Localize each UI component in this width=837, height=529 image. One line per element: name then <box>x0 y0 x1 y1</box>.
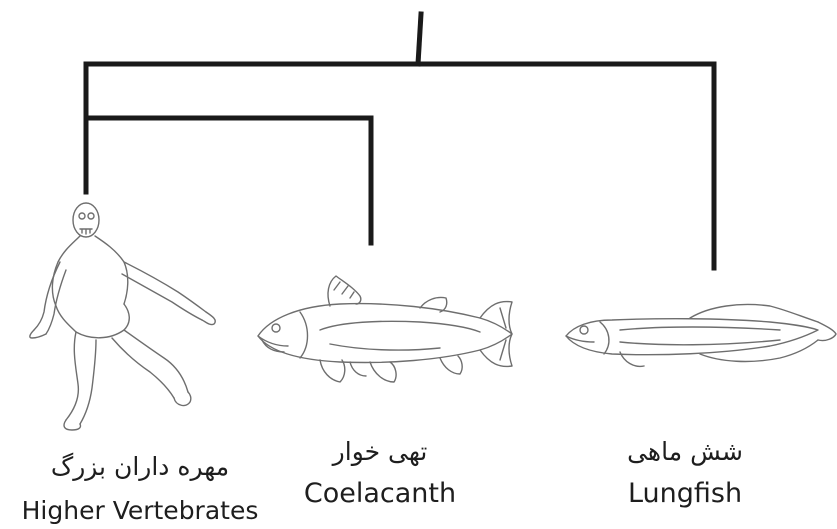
lungfish-icon <box>566 305 836 367</box>
root-branch <box>418 14 421 64</box>
taxon-persian-label: مهره داران بزرگ <box>5 452 275 482</box>
tree-branches <box>86 14 714 268</box>
taxon-label-higher-vertebrates: مهره داران بزرگ Higher Vertebrates <box>5 452 275 528</box>
taxon-label-coelacanth: تهی خوار Coelacanth <box>290 437 470 511</box>
coelacanth-fish-icon <box>258 276 512 382</box>
taxon-english-label: Coelacanth <box>290 477 470 511</box>
taxon-persian-label: شش ماهی <box>610 437 760 467</box>
taxon-english-label: Lungfish <box>610 477 760 511</box>
taxon-english-label: Higher Vertebrates <box>5 494 275 528</box>
taxon-persian-label: تهی خوار <box>290 437 470 467</box>
human-figure-icon <box>30 203 215 430</box>
taxon-label-lungfish: شش ماهی Lungfish <box>610 437 760 511</box>
